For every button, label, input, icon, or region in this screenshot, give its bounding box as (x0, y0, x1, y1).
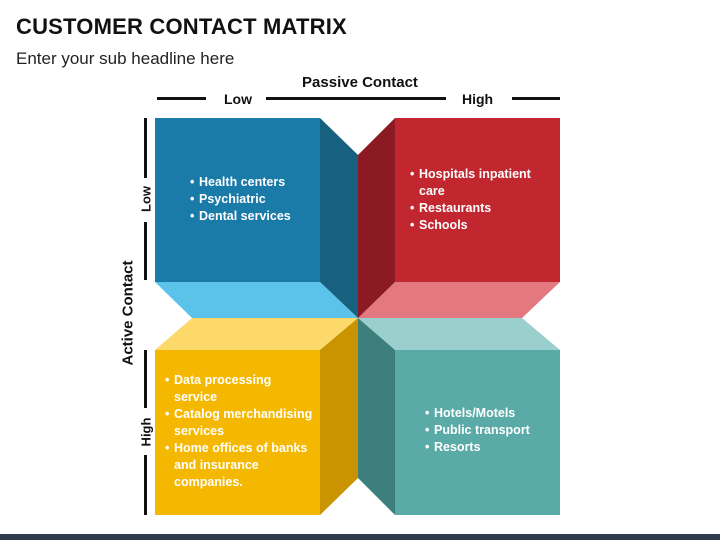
bottom-left-item-list: Data processing service Catalog merchand… (165, 372, 315, 491)
list-item: Public transport (425, 422, 555, 439)
list-item: Home offices of banks and insurance comp… (165, 440, 315, 491)
left-axis-line-lower-middle (144, 350, 147, 408)
top-left-side-face (320, 118, 358, 318)
top-axis-line-left (157, 97, 206, 100)
list-item: Hospitals inpatient care (410, 166, 550, 200)
bottom-right-side-face (358, 318, 395, 515)
passive-low-label: Low (224, 91, 252, 107)
passive-high-label: High (462, 91, 494, 107)
top-left-quadrant-text: Health centers Psychiatric Dental servic… (190, 174, 315, 225)
list-item: Hotels/Motels (425, 405, 555, 422)
top-left-item-list: Health centers Psychiatric Dental servic… (190, 174, 315, 225)
top-axis-line-middle (266, 97, 446, 100)
list-item: Resorts (425, 439, 555, 456)
footer-bar (0, 534, 720, 540)
list-item: Data processing service (165, 372, 315, 406)
bottom-right-item-list: Hotels/Motels Public transport Resorts (425, 405, 555, 456)
passive-contact-axis-title: Passive Contact (302, 74, 418, 91)
top-right-item-list: Hospitals inpatient care Restaurants Sch… (410, 166, 550, 234)
list-item: Health centers (190, 174, 315, 191)
top-right-side-face (358, 118, 395, 318)
list-item: Catalog merchandising services (165, 406, 315, 440)
top-right-bottom-bevel (358, 282, 560, 318)
page-subtitle: Enter your sub headline here (16, 49, 235, 68)
left-axis-line-bottom (144, 455, 147, 515)
bottom-left-top-bevel (155, 318, 358, 350)
list-item: Psychiatric (190, 191, 315, 208)
list-item: Restaurants (410, 200, 550, 217)
bottom-left-side-face (320, 318, 358, 515)
page-title: CUSTOMER CONTACT MATRIX (16, 14, 347, 39)
top-right-quadrant-text: Hospitals inpatient care Restaurants Sch… (410, 166, 550, 234)
list-item: Dental services (190, 208, 315, 225)
list-item: Schools (410, 217, 550, 234)
bottom-right-top-bevel (358, 318, 560, 350)
left-axis-line-upper-middle (144, 222, 147, 280)
left-axis-line-top (144, 118, 147, 178)
top-axis-line-right (512, 97, 560, 100)
bottom-right-quadrant-text: Hotels/Motels Public transport Resorts (425, 405, 555, 456)
top-left-bottom-bevel (155, 282, 358, 318)
bottom-left-quadrant-text: Data processing service Catalog merchand… (165, 372, 315, 491)
